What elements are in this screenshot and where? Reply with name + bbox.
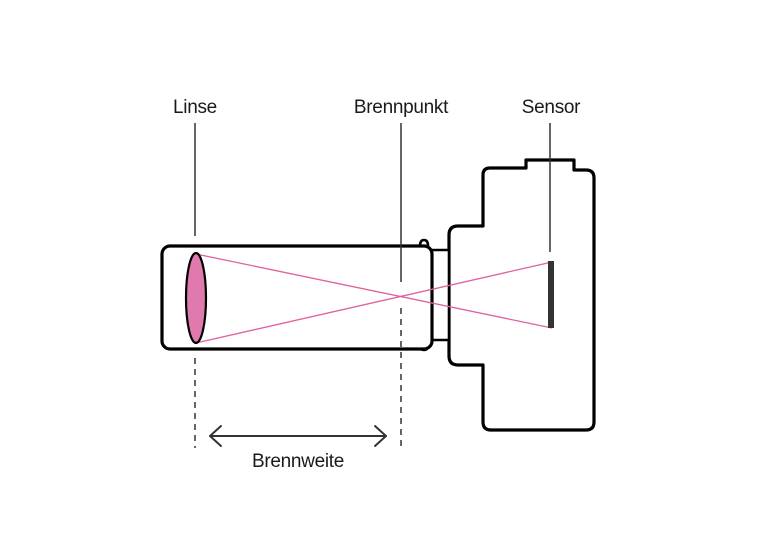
light-rays	[195, 253, 553, 344]
camera-body	[447, 158, 596, 432]
focal-length-arrow	[209, 425, 387, 447]
lens-barrel	[160, 244, 434, 351]
image-sensor	[548, 261, 554, 328]
ray-upper	[195, 253, 553, 329]
lens-label: Linse	[173, 97, 217, 118]
focal-length-extension-lines	[194, 308, 402, 448]
arrow-head-left-icon	[209, 425, 222, 447]
lens-element	[184, 251, 208, 345]
focal-length-label: Brennweite	[252, 451, 344, 472]
focal-point-label: Brennpunkt	[354, 97, 449, 118]
arrow-head-right-icon	[374, 425, 387, 447]
sensor-label: Sensor	[522, 97, 581, 118]
ray-lower	[195, 261, 553, 344]
leader-lines	[194, 123, 551, 282]
